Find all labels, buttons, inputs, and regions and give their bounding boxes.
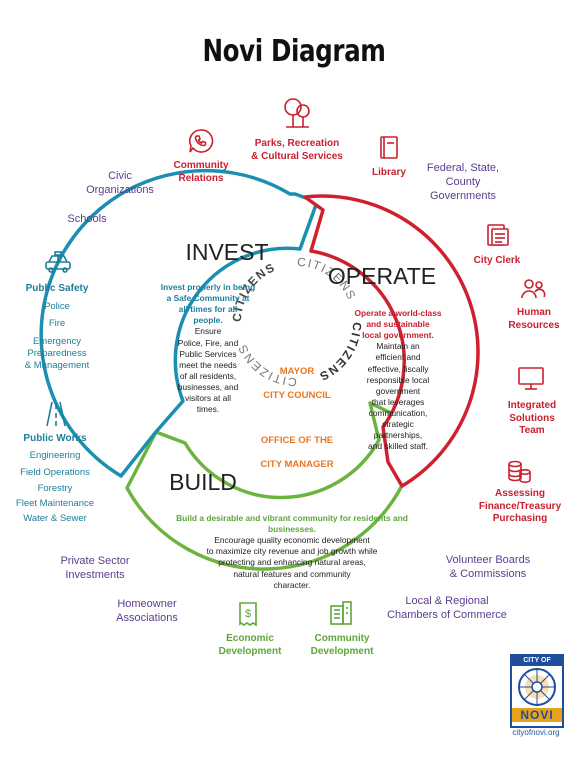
city-url: cityofnovi.org [512, 728, 560, 737]
center-line-mayor: MAYOR [279, 365, 315, 377]
public-works-engineering: Engineering [29, 450, 81, 461]
dept-city-clerk: City Clerk [473, 255, 521, 266]
building-icon [330, 601, 352, 625]
center-leadership: MAYOR CITY COUNCIL OFFICE OF THE CITY MA… [260, 354, 333, 483]
operate-description: Operate a world-class and sustainable lo… [335, 297, 461, 452]
public-safety-emergency: Emergency Preparedness & Management [24, 336, 90, 371]
build-description: Build a desirable and vibrant community … [158, 502, 426, 591]
invest-goal: Invest properly in being a Safe Communit… [160, 282, 256, 326]
center-line-council: CITY COUNCIL [263, 389, 331, 401]
road-icon [46, 401, 66, 427]
build-goal: Build a desirable and vibrant community … [176, 513, 408, 535]
dept-integrated-solutions: Integrated Solutions Team [507, 400, 557, 436]
invest-segment [39, 168, 319, 478]
public-works-fleet: Fleet Maintenance [15, 498, 95, 509]
dept-public-safety: Public Safety [25, 283, 89, 294]
operate-detail: Maintain an efficient and effective, fis… [366, 341, 430, 452]
logo-name: NOVI [512, 708, 562, 722]
invest-detail: Ensure Police, Fire, and Public Services… [177, 326, 239, 415]
build-label: BUILD [169, 469, 237, 495]
partner-chambers: Local & Regional Chambers of Commerce [387, 595, 507, 621]
police-car-icon [45, 251, 71, 273]
logo-top-text: CITY OF [512, 656, 562, 666]
dept-community-development: Community Development [310, 633, 374, 657]
page-title: Novi Diagram [202, 34, 386, 69]
city-of-novi-logo: CITY OF NOVI [510, 654, 564, 728]
dept-parks: Parks, Recreation & Cultural Services [251, 138, 343, 162]
trees-icon [284, 98, 310, 128]
dept-human-resources: Human Resources [508, 307, 560, 331]
invest-description: Invest properly in being a Safe Communit… [133, 271, 283, 415]
public-safety-fire: Fire [48, 318, 66, 329]
public-works-forestry: Forestry [37, 483, 73, 494]
operate-segment [303, 194, 480, 488]
center-line-manager: CITY MANAGER [260, 459, 334, 470]
public-works-water-sewer: Water & Sewer [23, 513, 87, 524]
partner-homeowner: Homeowner Associations [116, 598, 178, 624]
invest-label: INVEST [185, 239, 269, 265]
phone-bubble-icon [189, 129, 214, 153]
partner-civic: Civic Organizations [86, 170, 154, 196]
dept-public-works: Public Works [23, 433, 87, 444]
coins-icon [508, 460, 531, 483]
logo-emblem [518, 668, 556, 706]
partner-schools: Schools [67, 213, 107, 225]
dept-library: Library [372, 167, 406, 178]
center-line-office: OFFICE OF THE [260, 435, 334, 447]
people-icon [521, 279, 546, 299]
operate-goal: Operate a world-class and sustainable lo… [354, 308, 442, 341]
dept-economic-development: Economic Development [218, 633, 282, 657]
svg-text:$: $ [245, 608, 251, 620]
partner-volunteer: Volunteer Boards & Commissions [445, 554, 531, 580]
partner-private-sector: Private Sector Investments [60, 555, 130, 581]
public-safety-police: Police [44, 301, 70, 312]
dept-assessing: Assessing Finance/Treasury Purchasing [478, 488, 562, 524]
build-detail: Encourage quality economic development t… [206, 535, 378, 590]
operate-label: OPERATE [327, 263, 437, 289]
public-works-field-operations: Field Operations [20, 467, 90, 478]
book-icon [380, 136, 398, 159]
monitor-icon [518, 367, 544, 390]
receipt-dollar-icon: $ [239, 602, 257, 627]
documents-icon [487, 224, 509, 246]
partner-federal: Federal, State, County Governments [426, 162, 500, 202]
dept-community-relations: Community Relations [173, 160, 229, 184]
